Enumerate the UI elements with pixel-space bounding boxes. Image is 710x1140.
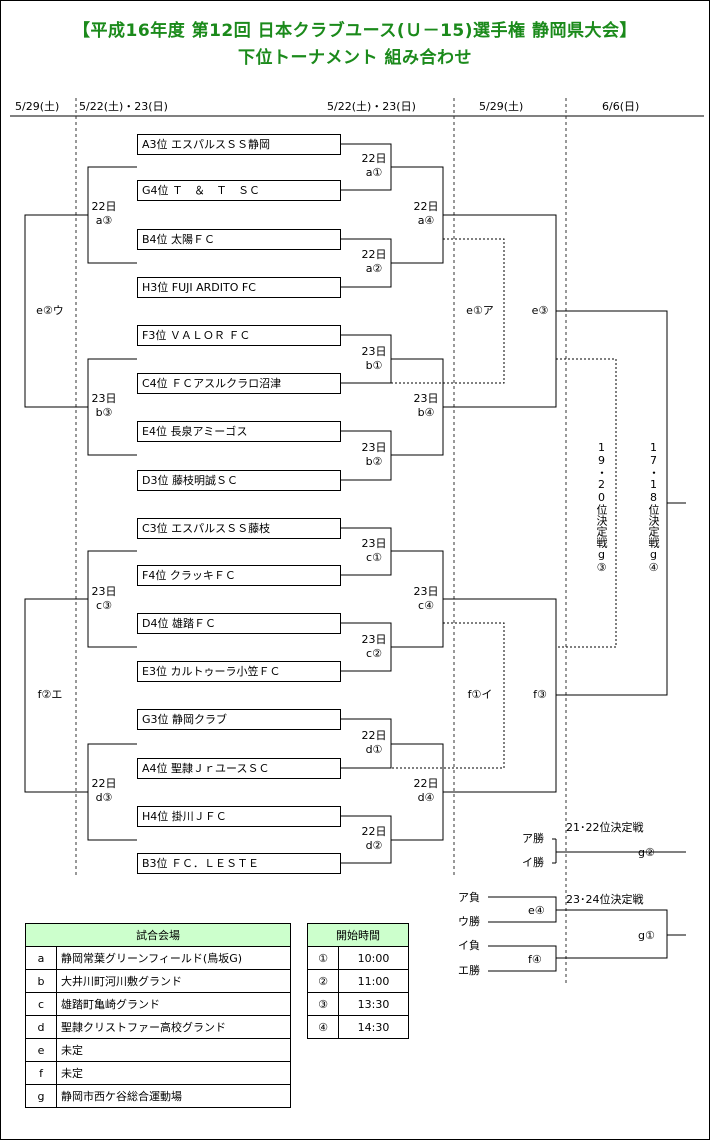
date-col-4: 5/29(土) xyxy=(479,100,524,113)
match-label: f③ xyxy=(533,688,547,701)
match-label: 23日 b④ xyxy=(413,392,439,419)
team-slot: C3位 エスパルスＳＳ藤枝 xyxy=(137,518,341,539)
match-label: e①ア xyxy=(466,304,494,317)
match-label: 23日 b③ xyxy=(91,392,117,419)
page-title: 【平成16年度 第12回 日本クラブユース(Ｕ－15)選手権 静岡県大会】 xyxy=(73,21,637,41)
team-slot: F4位 クラッキＦＣ xyxy=(137,565,341,586)
team-slot: F3位 ＶＡＬＯＲ ＦＣ xyxy=(137,325,341,346)
entry-label: ウ勝 xyxy=(458,915,480,928)
date-col-1: 5/29(土) xyxy=(15,100,60,113)
match-label: g① xyxy=(638,929,655,942)
match-label: e③ xyxy=(531,304,549,317)
team-slot: A4位 聖隷ＪｒユースＳＣ xyxy=(137,758,341,779)
team-slot: A3位 エスパルスＳＳ静岡 xyxy=(137,134,341,155)
match-label: e④ xyxy=(528,904,545,917)
match-label: g② xyxy=(638,846,655,859)
team-slot: C4位 ＦＣアスルクラロ沼津 xyxy=(137,373,341,394)
match-label: 22日 a④ xyxy=(413,200,439,227)
time-table-header: 開始時間 xyxy=(307,923,409,947)
page-subtitle: 下位トーナメント 組み合わせ xyxy=(238,48,472,68)
rank-17-18-label: 17・18位決定戦g④ xyxy=(647,440,660,574)
match-label: 23日 c② xyxy=(361,633,387,660)
match-label: 22日 a① xyxy=(361,152,387,179)
match-label: 23日 b① xyxy=(361,345,387,372)
team-slot: D3位 藤枝明誠ＳＣ xyxy=(137,470,341,491)
team-slot: B3位 ＦＣ．ＬＥＳＴＥ xyxy=(137,853,341,874)
match-label: 23日 b② xyxy=(361,441,387,468)
entry-label: エ勝 xyxy=(458,964,480,977)
match-label: 22日 d① xyxy=(361,729,387,756)
match-label: 22日 d③ xyxy=(91,777,117,804)
match-label: 23日 c④ xyxy=(413,585,439,612)
team-slot: H3位 FUJI ARDITO FC xyxy=(137,277,341,298)
match-label: f②エ xyxy=(37,688,63,701)
match-label: 22日 d② xyxy=(361,825,387,852)
team-slot: E3位 カルトゥーラ小笠ＦＣ xyxy=(137,661,341,682)
rank-23-24-title: 23･24位決定戦 xyxy=(566,893,644,906)
date-col-2: 5/22(土)・23(日) xyxy=(79,100,168,113)
match-label: f④ xyxy=(528,953,542,966)
entry-label: イ勝 xyxy=(522,856,544,869)
team-slot: D4位 雄踏ＦＣ xyxy=(137,613,341,634)
team-slot: E4位 長泉アミーゴス xyxy=(137,421,341,442)
team-slot: B4位 太陽ＦＣ xyxy=(137,229,341,250)
rank-19-20-label: 19・20位決定戦g③ xyxy=(595,440,608,574)
match-label: e②ウ xyxy=(36,304,64,317)
match-label: 23日 c① xyxy=(361,537,387,564)
entry-label: イ負 xyxy=(458,939,480,952)
match-label: 23日 c③ xyxy=(91,585,117,612)
team-slot: G4位 Ｔ ＆ Ｔ ＳＣ xyxy=(137,180,341,201)
entry-label: ア勝 xyxy=(522,832,544,845)
date-col-3: 5/22(土)・23(日) xyxy=(327,100,416,113)
date-header-row: 5/29(土) 5/22(土)・23(日) 5/22(土)・23(日) 5/29… xyxy=(0,98,710,116)
match-label: 22日 d④ xyxy=(413,777,439,804)
entry-label: ア負 xyxy=(458,891,480,904)
match-label: 22日 a② xyxy=(361,248,387,275)
team-slot: G3位 静岡クラブ xyxy=(137,709,341,730)
team-slot: H4位 掛川ＪＦＣ xyxy=(137,806,341,827)
date-col-5: 6/6(日) xyxy=(602,100,640,113)
match-label: f①イ xyxy=(467,688,493,701)
venue-table-header: 試合会場 xyxy=(25,923,291,947)
match-label: 22日 a③ xyxy=(91,200,117,227)
rank-21-22-title: 21･22位決定戦 xyxy=(566,821,644,834)
